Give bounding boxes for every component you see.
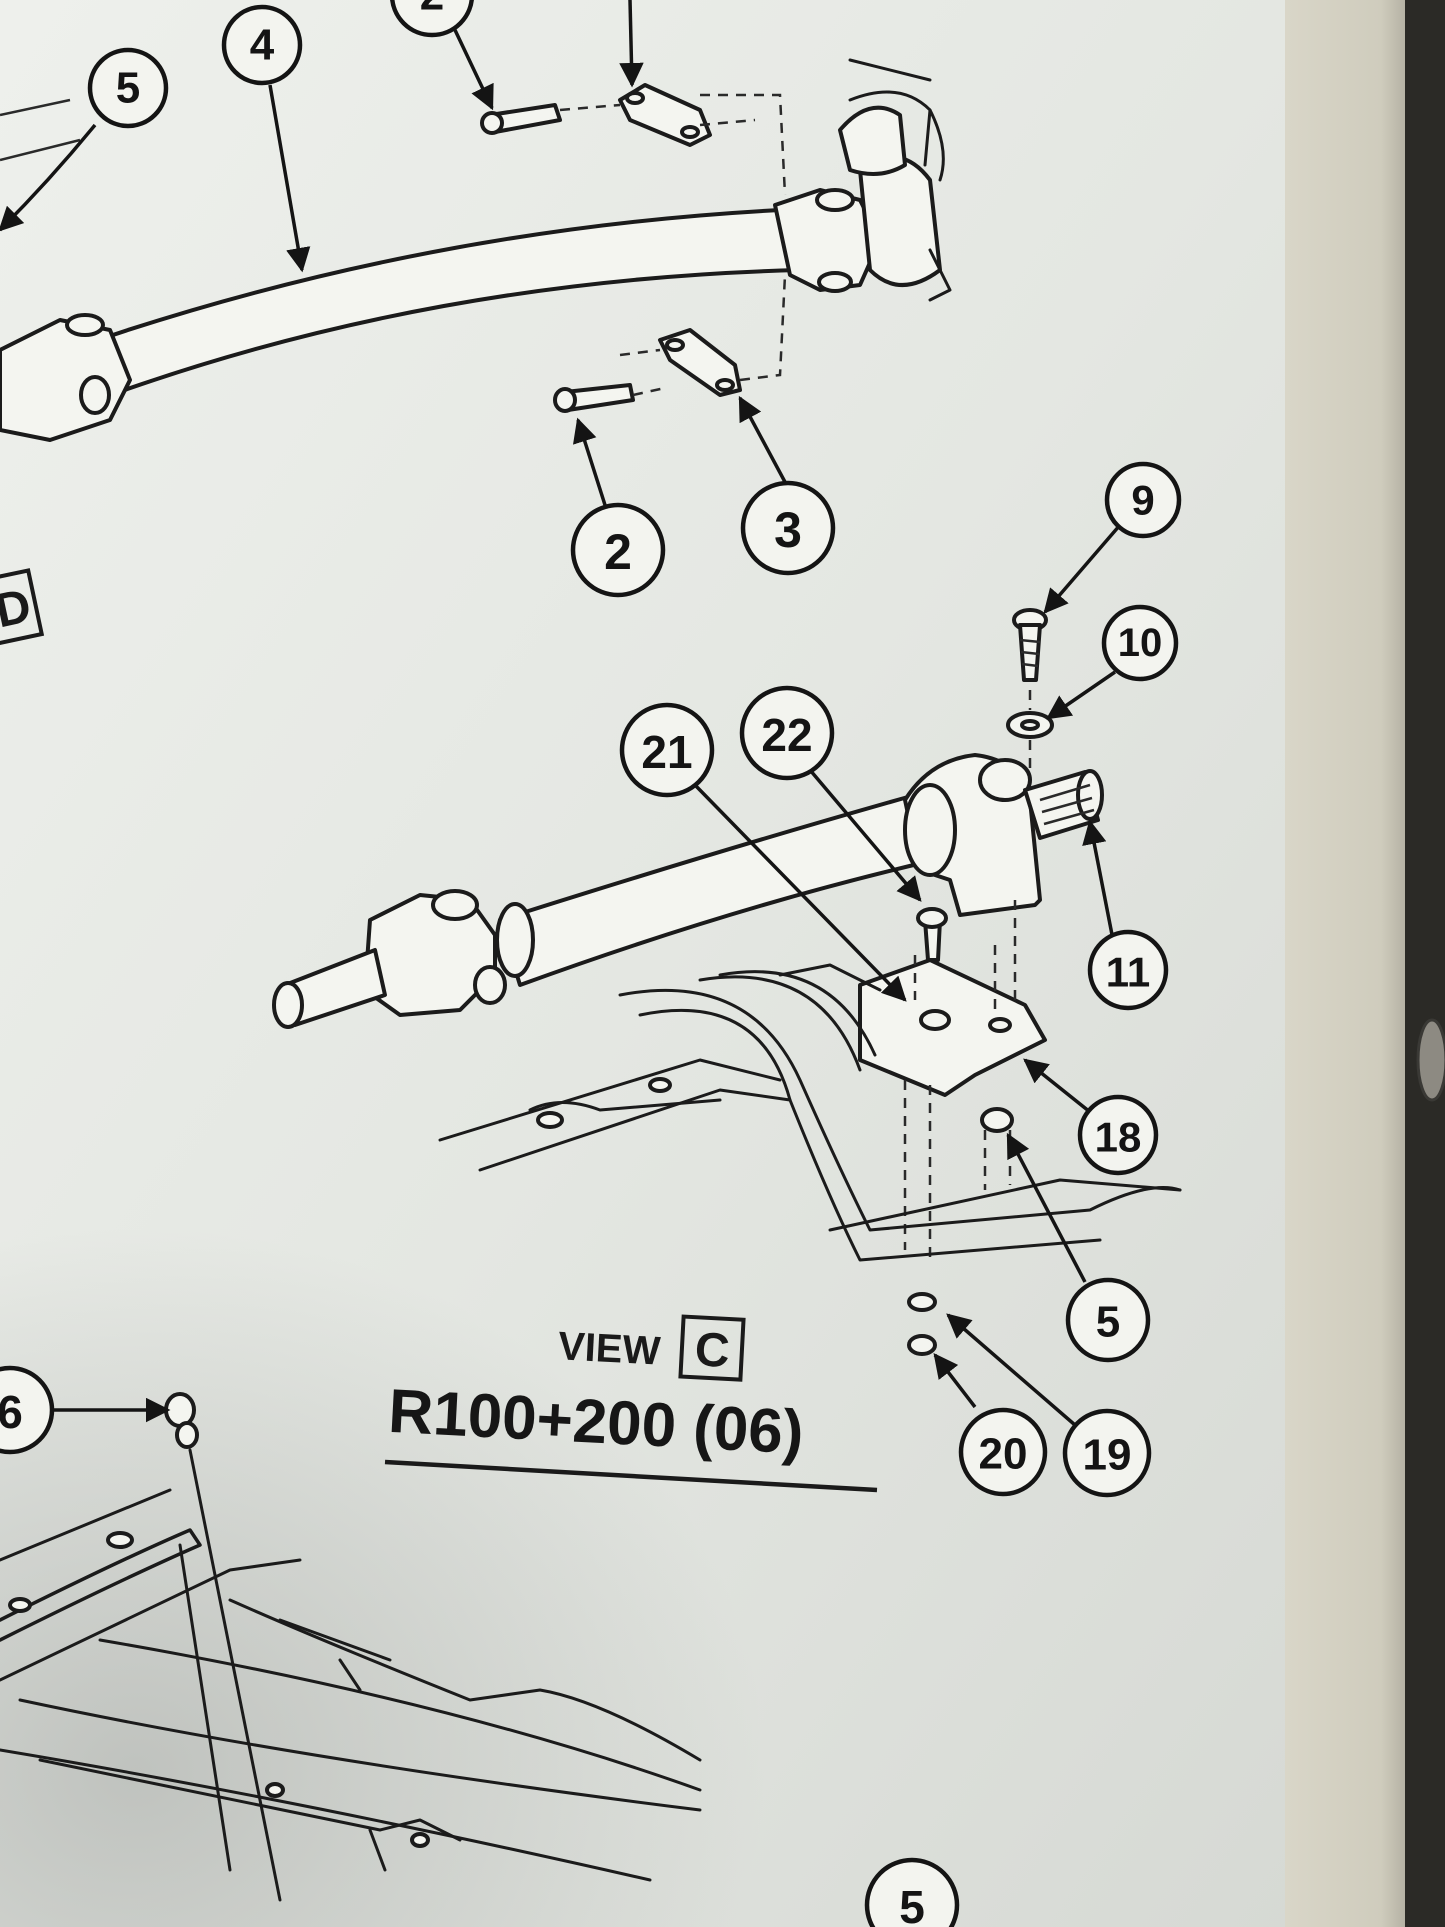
upper-clamp-strap: [480, 83, 787, 196]
callout-21: 21: [619, 702, 715, 798]
callout-22: 22: [739, 685, 835, 781]
callout-20: 20: [958, 1407, 1048, 1497]
callout-6: 6: [0, 1365, 55, 1455]
callout-19-label: 19: [1083, 1431, 1132, 1480]
view-letter-box: [678, 1314, 746, 1382]
book-edge-dark: [1405, 0, 1445, 1927]
callout-22-label: 22: [761, 709, 812, 761]
callout-3-label: 3: [774, 502, 802, 558]
caption-underline: [384, 1459, 878, 1493]
callout-2-label: 2: [604, 524, 632, 580]
callout-5-top: 5: [87, 47, 169, 129]
callout-11: 11: [1087, 929, 1169, 1011]
callout-20-label: 20: [979, 1430, 1028, 1479]
callout-11-label: 11: [1106, 949, 1150, 996]
front-driveshaft: [0, 58, 952, 442]
view-label: VIEW C: [557, 1314, 746, 1382]
callout-18-label: 18: [1095, 1114, 1142, 1161]
callout-5-top-label: 5: [116, 64, 140, 113]
callout-4-label: 4: [250, 21, 275, 70]
callout-2-top: 2: [390, 0, 474, 38]
callout-5: 5: [1065, 1277, 1151, 1363]
bolt-and-washer: [1006, 608, 1054, 770]
callout-5-bottom: 5: [864, 1857, 960, 1927]
callout-19: 19: [1062, 1408, 1152, 1498]
binding-ring: [1416, 1018, 1445, 1102]
callout-10: 10: [1101, 604, 1179, 682]
page-shadow: [0, 1150, 900, 1927]
view-word: VIEW: [557, 1324, 662, 1373]
callout-18: 18: [1077, 1094, 1159, 1176]
callout-9: 9: [1104, 461, 1182, 539]
callout-3: 3: [740, 480, 836, 576]
lower-frame-assembly: [0, 1392, 702, 1902]
vehicle-frame: [438, 963, 1182, 1356]
callout-2: 2: [570, 502, 666, 598]
callout-4: 4: [221, 4, 303, 86]
callout-9-label: 9: [1131, 477, 1154, 524]
callout-6-label: 6: [0, 1386, 23, 1438]
leader-lines: [0, 0, 1122, 1427]
callout-10-label: 10: [1118, 621, 1163, 665]
lower-clamp-strap: [553, 274, 787, 413]
rear-driveshaft: [272, 753, 1104, 1029]
view-letter: C: [694, 1323, 731, 1378]
callout-2-top-label: 2: [420, 0, 444, 20]
callout-5-bottom-label: 5: [899, 1881, 925, 1927]
callout-21-label: 21: [641, 726, 692, 778]
callout-5-label: 5: [1096, 1298, 1120, 1347]
